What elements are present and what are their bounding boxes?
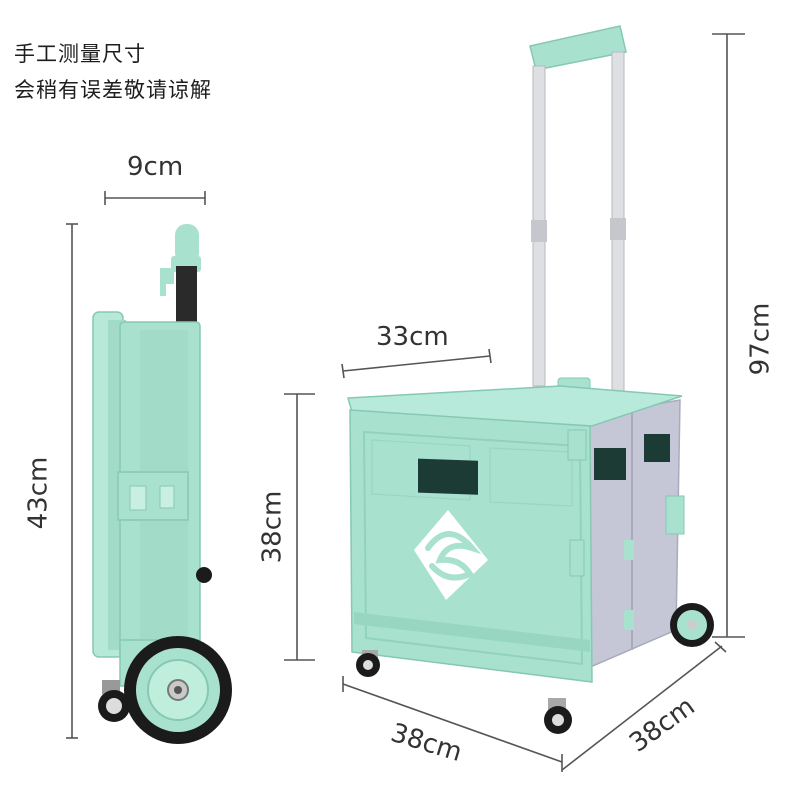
dimension-total-height: 97cm xyxy=(745,302,776,376)
open-cart xyxy=(347,25,714,734)
dimension-folded-height: 43cm xyxy=(23,456,54,530)
measurement-note-line1: 手工测量尺寸 xyxy=(14,42,146,66)
folded-cart xyxy=(92,224,232,744)
dimension-folded-depth: 9cm xyxy=(127,152,184,182)
dimension-lid-width: 33cm xyxy=(376,322,449,352)
dimension-box-height: 38cm xyxy=(257,490,288,564)
dimension-lines xyxy=(66,33,745,772)
measurement-note-line2: 会稍有误差敬请谅解 xyxy=(14,78,212,102)
brand-logo-icon xyxy=(414,510,488,600)
